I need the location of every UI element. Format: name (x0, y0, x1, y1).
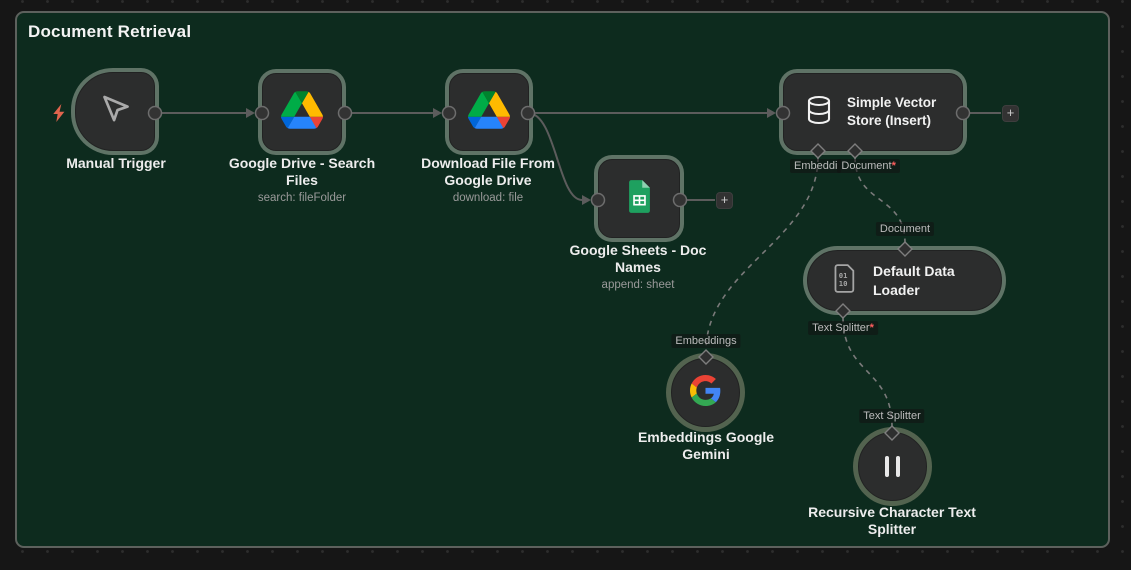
document-input-label: Document* (837, 159, 900, 173)
vectorstore-subinput-labels: Embeddi Document* (790, 159, 900, 173)
svg-text:10: 10 (839, 278, 848, 287)
node-recursive-text-splitter[interactable] (858, 432, 927, 501)
node-title: Default Data Loader (873, 263, 955, 298)
pause-bars-icon (885, 456, 900, 477)
document-output-label: Document (875, 222, 935, 236)
node-google-drive-download[interactable] (449, 73, 529, 151)
binary-file-icon: 01 10 (832, 263, 859, 298)
add-node-button-sheets[interactable]: + (716, 192, 733, 209)
label-embeddings-gemini: Embeddings Google Gemini (637, 429, 775, 463)
google-drive-icon (281, 90, 323, 134)
label-google-drive-download: Download File From Google Drive download… (421, 155, 555, 205)
google-sheets-icon (626, 179, 653, 219)
label-google-sheets: Google Sheets - Doc Names append: sheet (569, 242, 707, 292)
node-simple-vector-store[interactable]: Simple Vector Store (Insert) (783, 73, 963, 151)
cursor-icon (97, 91, 133, 132)
trigger-bolt-icon (51, 104, 66, 127)
text-splitter-output-label: Text Splitter (859, 409, 925, 423)
database-icon (804, 94, 834, 131)
node-manual-trigger[interactable] (75, 72, 155, 151)
label-google-drive-search: Google Drive - Search Files search: file… (228, 155, 376, 205)
google-drive-icon (468, 90, 510, 134)
text-splitter-input-label: Text Splitter* (808, 321, 878, 335)
node-google-drive-search[interactable] (262, 73, 342, 151)
node-embeddings-gemini[interactable] (671, 358, 740, 427)
embedding-input-label: Embeddi (790, 159, 842, 173)
add-node-button-vectorstore[interactable]: + (1002, 105, 1019, 122)
node-default-data-loader[interactable]: 01 10 Default Data Loader (807, 250, 1002, 311)
label-recursive-text-splitter: Recursive Character Text Splitter (808, 504, 976, 538)
node-title: Simple Vector Store (Insert) (847, 95, 937, 128)
embeddings-output-label: Embeddings (671, 334, 741, 348)
google-g-icon (690, 374, 721, 411)
svg-text:01: 01 (839, 270, 848, 279)
label-manual-trigger: Manual Trigger (66, 155, 166, 171)
node-google-sheets[interactable] (598, 159, 680, 238)
sticky-note-title: Document Retrieval (28, 22, 192, 41)
